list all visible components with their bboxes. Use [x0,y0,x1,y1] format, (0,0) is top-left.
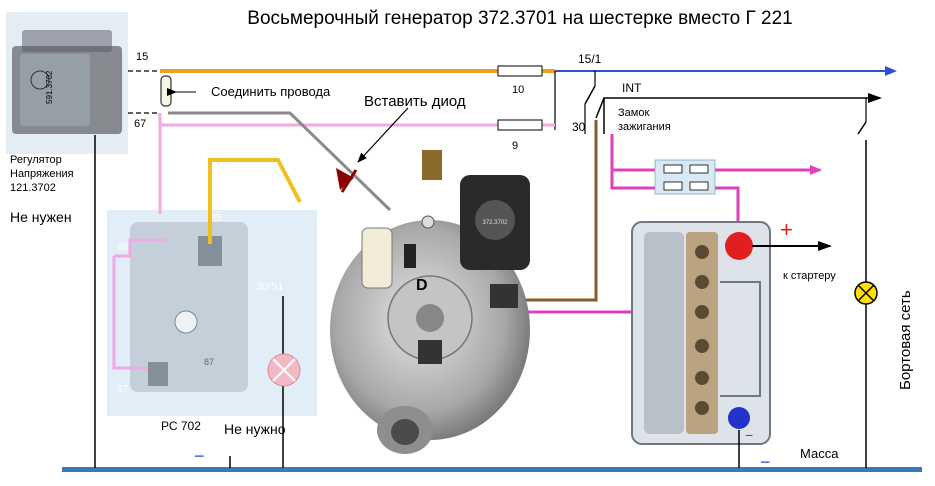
onboard-lamp [854,281,878,305]
magenta-wire-right [610,134,822,175]
relay-pin-87: 87 [117,384,129,395]
battery-negative-terminal [728,407,750,429]
battery-plus-sign: + [780,217,793,242]
onboard-network-label: Бортовая сеть [897,290,914,390]
relay-not-needed: Не нужно [224,421,286,437]
light-pink-wire-67 [158,113,555,127]
connect-wires-label: Соединить провода [211,84,331,99]
diode [336,168,358,193]
diagram-title: Восьмерочный генератор 372.3701 на шесте… [247,8,792,29]
alternator-372-3701: 372.3702 [330,150,530,454]
fuse-9 [497,119,543,131]
ignition-terminal-15-1: 15/1 [578,52,602,66]
regulator-caption-1: Регулятор [10,154,62,166]
relay-pin-85: 85 [211,213,223,224]
ignition-lock-label-1: Замок [618,107,649,119]
fuse-10-label: 10 [512,84,524,96]
battery-positive-terminal [725,232,753,260]
fuse-block [654,159,716,195]
battery-minus-sign: − [745,427,753,443]
old-voltage-regulator: 591.3702 [6,12,128,154]
regulator-caption-3: 121.3702 [10,182,56,194]
yellow-wire-relay-85 [208,158,302,244]
battery [631,221,771,445]
ignition-switch-contact-2 [595,97,605,119]
to-starter-label: к стартеру [783,270,836,282]
fuse-9-label: 9 [512,140,518,152]
ground-bus [62,467,922,472]
fuse-10 [497,65,543,77]
generator-regulator-part: 372.3702 [482,220,508,226]
relay-warning-lamp [267,353,301,387]
generator-terminal-d: D [416,277,428,294]
ground-minus-left: − [194,446,205,466]
ignition-lock-label-2: зажигания [618,121,671,133]
diode-pointer-arrow [357,107,409,163]
regulator-part-number: 591.3702 [45,70,54,104]
insert-diode-label: Вставить диод [364,93,466,110]
relay-86-87-wire [112,256,148,370]
ground-label: Масса [800,446,839,461]
regulator-not-needed: Не нужен [10,209,72,225]
ignition-terminal-30: 30 [572,120,586,134]
regulator-terminal-67: 67 [134,118,146,130]
relay-pin-30-51: 30/51 [256,281,284,293]
relay-pin-86: 86 [117,242,129,253]
ignition-switch-contact-1 [584,85,596,105]
onboard-switch [857,121,867,135]
regulator-caption-2: Напряжения [10,168,74,180]
ignition-terminal-int: INT [622,81,642,95]
relay-inner-87: 87 [204,357,214,367]
relay-name: РС 702 [161,419,201,433]
grey-connect-wire [168,111,392,212]
wire-connector [160,75,172,107]
ground-minus-right: − [760,452,771,472]
regulator-terminal-15: 15 [136,51,148,63]
